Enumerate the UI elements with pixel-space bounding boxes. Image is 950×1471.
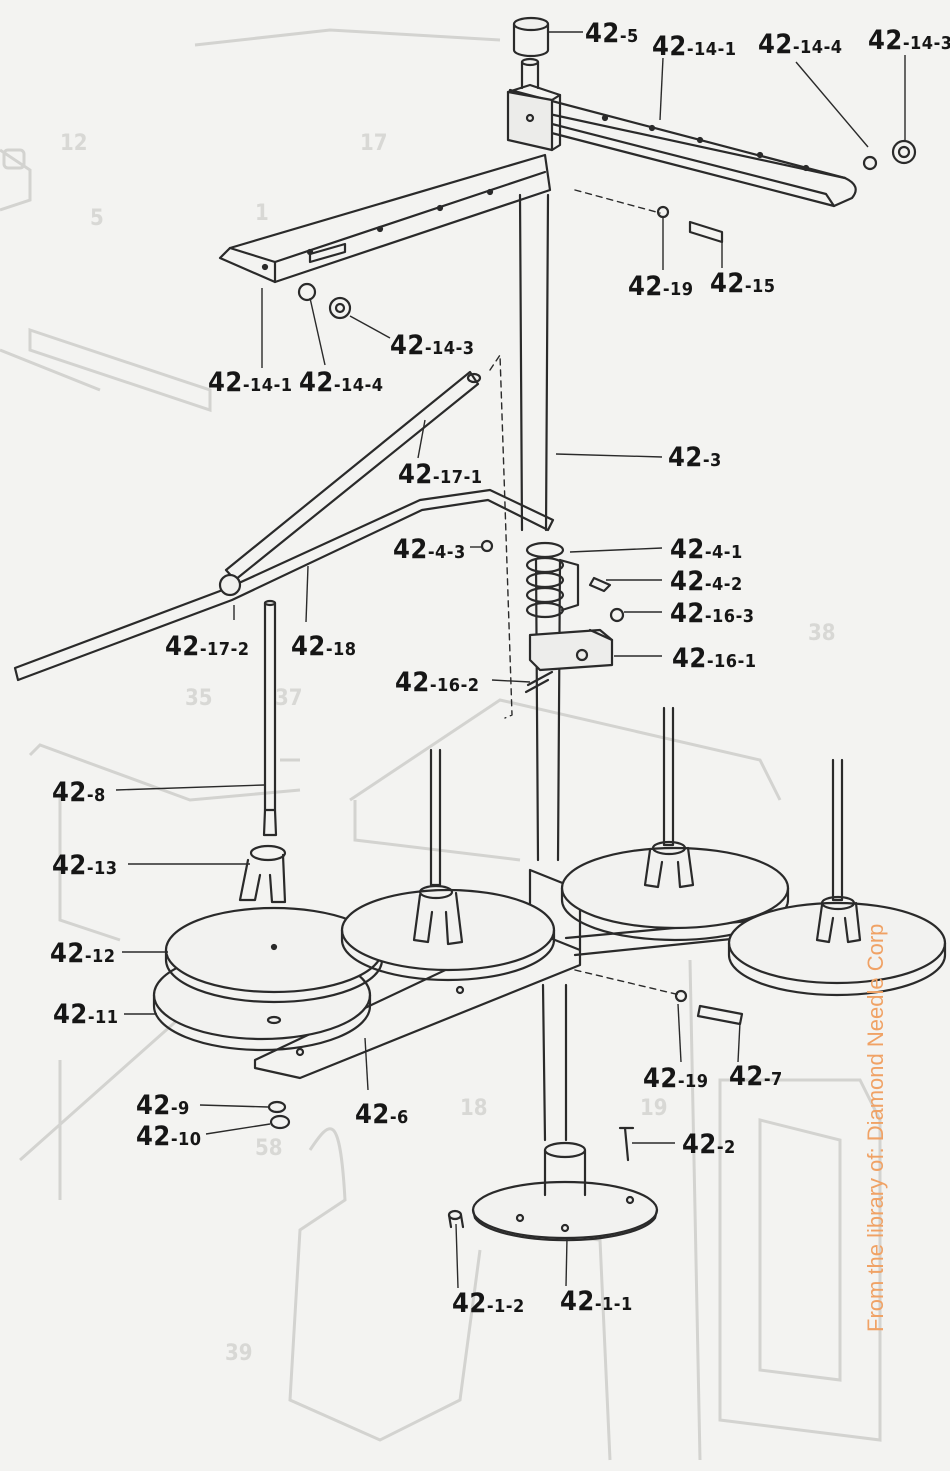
callout-42-10: 42-10	[136, 1121, 202, 1152]
callout-42-9: 42-9	[136, 1090, 190, 1121]
ghost-background-art	[0, 28, 882, 1461]
callout-42-14-4-top: 42-14-4	[758, 29, 843, 60]
stand-base	[471, 1141, 659, 1242]
svg-text:18: 18	[460, 1096, 488, 1121]
callout-42-14-4-left: 42-14-4	[299, 367, 384, 398]
svg-text:37: 37	[275, 686, 303, 711]
middle-spool-disc	[340, 748, 556, 982]
callout-42-17-1: 42-17-1	[398, 459, 483, 490]
svg-text:17: 17	[360, 131, 388, 156]
callout-42-3: 42-3	[668, 442, 722, 473]
callout-42-7: 42-7	[729, 1061, 783, 1092]
callout-42-6: 42-6	[355, 1099, 409, 1130]
svg-text:1: 1	[255, 201, 269, 226]
callout-42-18: 42-18	[291, 631, 357, 662]
thread-stand-parts	[13, 16, 947, 1242]
callout-42-4-1: 42-4-1	[670, 534, 743, 565]
callout-42-12: 42-12	[50, 938, 116, 969]
ghost-reference-numbers: 12 17 5 1 38 35 37 18 19 58 39	[60, 131, 836, 1366]
upper-left-arm	[218, 153, 552, 284]
callout-42-14-1-left: 42-14-1	[208, 367, 293, 398]
callout-42-5: 42-5	[585, 18, 639, 49]
callout-42-2: 42-2	[682, 1129, 736, 1160]
svg-text:35: 35	[185, 686, 213, 711]
right-spool-discs	[560, 706, 947, 997]
callout-42-14-3-left: 42-14-3	[390, 330, 475, 361]
top-cap-part	[512, 16, 550, 58]
upper-right-arm	[508, 88, 857, 208]
callout-42-4-2: 42-4-2	[670, 566, 743, 597]
callout-42-19-bottom: 42-19	[643, 1063, 709, 1094]
svg-text:5: 5	[90, 206, 104, 231]
library-watermark: From the library of: Diamond Needle Corp	[863, 923, 888, 1332]
callout-42-17-2: 42-17-2	[165, 631, 250, 662]
callout-42-19-top: 42-19	[628, 271, 694, 302]
callout-42-1-2: 42-1-2	[452, 1288, 525, 1319]
callout-42-14-1-top: 42-14-1	[652, 31, 737, 62]
callout-42-11: 42-11	[53, 999, 119, 1030]
callout-42-15: 42-15	[710, 268, 776, 299]
callout-42-4-3: 42-4-3	[393, 534, 466, 565]
callout-42-13: 42-13	[52, 850, 118, 881]
callout-42-1-1: 42-1-1	[560, 1286, 633, 1317]
callout-42-16-3: 42-16-3	[670, 598, 755, 629]
callout-leader-lines	[115, 31, 906, 1289]
svg-text:39: 39	[225, 1341, 253, 1366]
svg-text:58: 58	[255, 1136, 283, 1161]
svg-text:19: 19	[640, 1096, 668, 1121]
callout-42-16-2: 42-16-2	[395, 667, 480, 698]
svg-text:38: 38	[808, 621, 836, 646]
spring-part	[525, 541, 580, 619]
left-spool-discs	[152, 906, 384, 1052]
callout-42-8: 42-8	[52, 777, 106, 808]
callout-42-14-3-top: 42-14-3	[868, 25, 950, 56]
main-rod	[518, 193, 568, 1142]
svg-text:12: 12	[60, 131, 88, 156]
callout-42-16-1: 42-16-1	[672, 643, 757, 674]
